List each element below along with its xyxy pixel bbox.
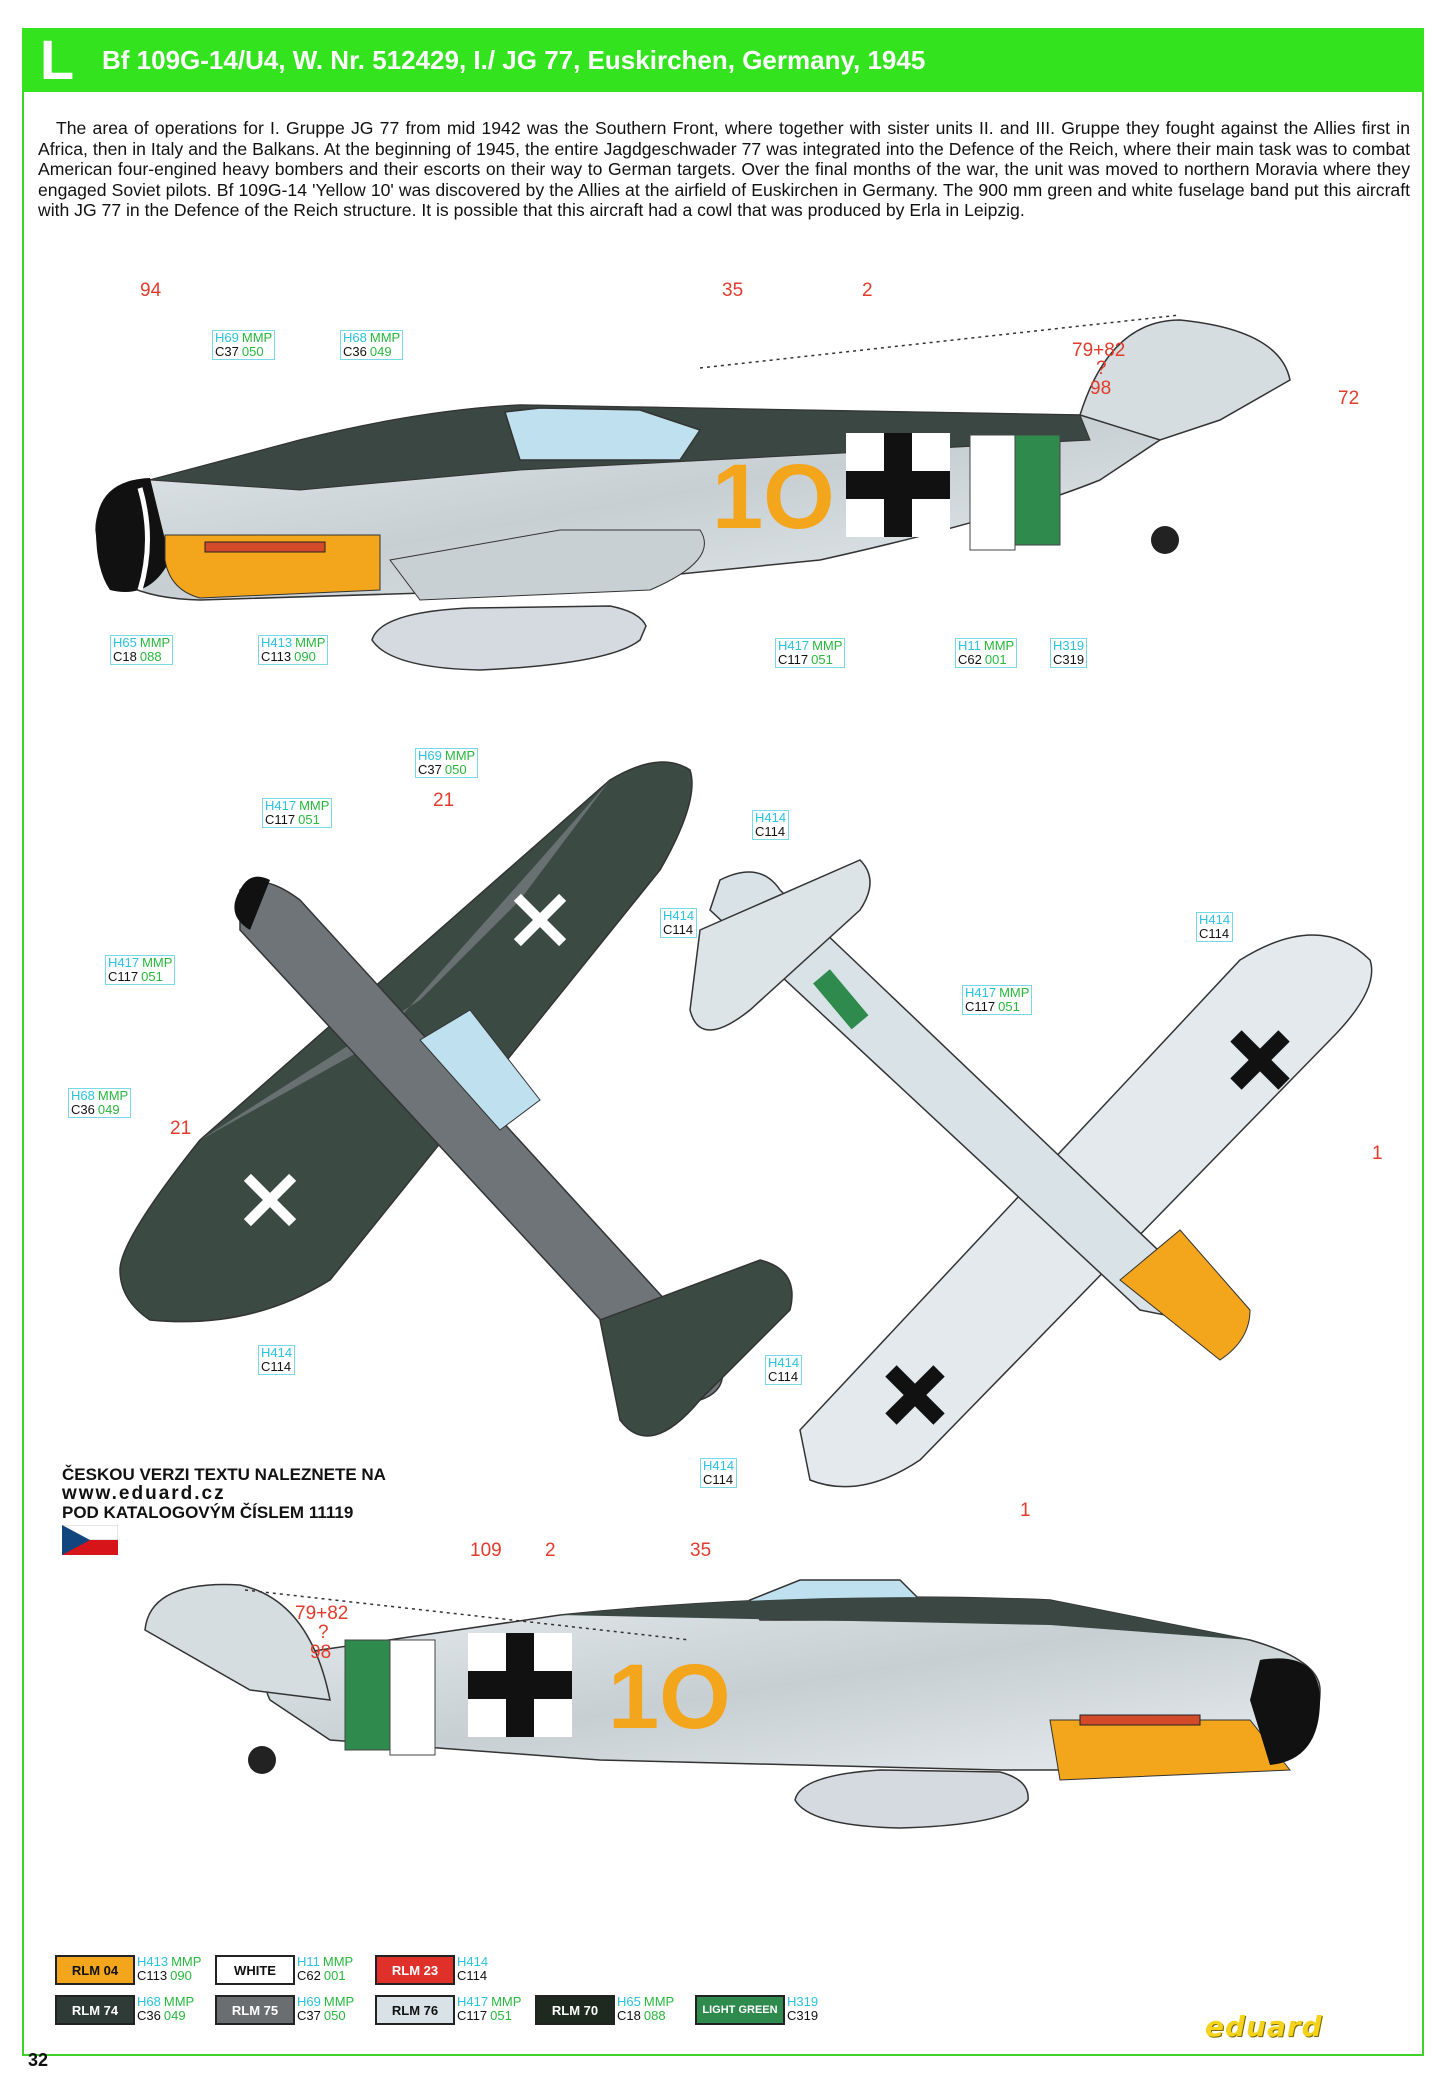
page-number: 32 — [28, 2050, 49, 2070]
stencil-label: 21 — [433, 790, 455, 811]
callout-plan-h414-a: H414 C114 — [258, 1345, 296, 1375]
czech-note-line: ČESKOU VERZI TEXTU NALEZNETE NA — [62, 1465, 386, 1484]
profile-top-aircraft: 1O — [95, 314, 1291, 671]
legend-codes: H414 C114 — [457, 1954, 489, 1983]
swatch-white: WHITE — [215, 1955, 295, 1985]
callout-h319-top: H319 C319 — [1050, 638, 1088, 668]
stencil-label: 72 — [1338, 388, 1360, 409]
callout-plan-h414-e: H414 C114 — [1196, 912, 1234, 942]
history-text: The area of operations for I. Gruppe JG … — [38, 118, 1410, 221]
swatch-rlm74: RLM 74 — [55, 1995, 135, 2025]
stencil-label: 35 — [722, 280, 744, 301]
stencil-label: ? — [1096, 358, 1107, 379]
czech-version-note: ČESKOU VERZI TEXTU NALEZNETE NA www.edua… — [62, 1465, 422, 1522]
stencil-label: 35 — [690, 1540, 712, 1561]
eduard-logo: eduard — [1205, 2010, 1323, 2043]
stencil-label: 1 — [1020, 1500, 1031, 1521]
stencil-label: 79+82 — [1072, 340, 1126, 361]
svg-text:1O: 1O — [608, 1646, 731, 1748]
stencil-label: 2 — [862, 280, 873, 301]
stencil-label: 94 — [140, 280, 162, 301]
header-bar: L Bf 109G-14/U4, W. Nr. 512429, I./ JG 7… — [22, 28, 1424, 92]
stencil-label: 79+82 — [295, 1603, 349, 1624]
stencil-label: 109 — [470, 1540, 502, 1561]
stencil-label: ? — [318, 1622, 329, 1643]
swatch-rlm76: RLM 76 — [375, 1995, 455, 2025]
callout-plan-h414-d: H414 C114 — [752, 810, 790, 840]
callout-plan-h414-c: H414 C114 — [660, 908, 698, 938]
history-paragraph: The area of operations for I. Gruppe JG … — [38, 118, 1410, 220]
swatch-rlm04: RLM 04 — [55, 1955, 135, 1985]
swatch-light-green: LIGHT GREEN — [695, 1995, 785, 2025]
plan-bottom-aircraft — [689, 859, 1373, 1488]
czech-flag-icon — [62, 1525, 118, 1555]
scheme-title: Bf 109G-14/U4, W. Nr. 512429, I./ JG 77,… — [102, 44, 926, 75]
profile-bottom-aircraft: 1O — [144, 1579, 1321, 1829]
callout-plan-h414-b: H414 C114 — [700, 1458, 738, 1488]
stencil-label: 21 — [170, 1118, 192, 1139]
swatch-rlm70: RLM 70 — [535, 1995, 615, 2025]
eduard-website-link[interactable]: www.eduard.cz — [62, 1483, 226, 1504]
stencil-label: 98 — [1090, 378, 1112, 399]
legend-codes: H319 C319 — [787, 1994, 819, 2023]
czech-note-line: POD KATALOGOVÝM ČÍSLEM 11119 — [62, 1503, 354, 1522]
swatch-rlm75: RLM 75 — [215, 1995, 295, 2025]
stencil-label: 2 — [545, 1540, 556, 1561]
callout-plan-h414-f: H414 C114 — [765, 1355, 803, 1385]
scheme-letter: L — [39, 28, 75, 91]
plan-top-aircraft — [119, 761, 793, 1437]
stencil-label: 98 — [310, 1642, 332, 1663]
stencil-label: 1 — [1372, 1143, 1383, 1164]
swatch-rlm23: RLM 23 — [375, 1955, 455, 1985]
svg-text:1O: 1O — [712, 446, 835, 548]
